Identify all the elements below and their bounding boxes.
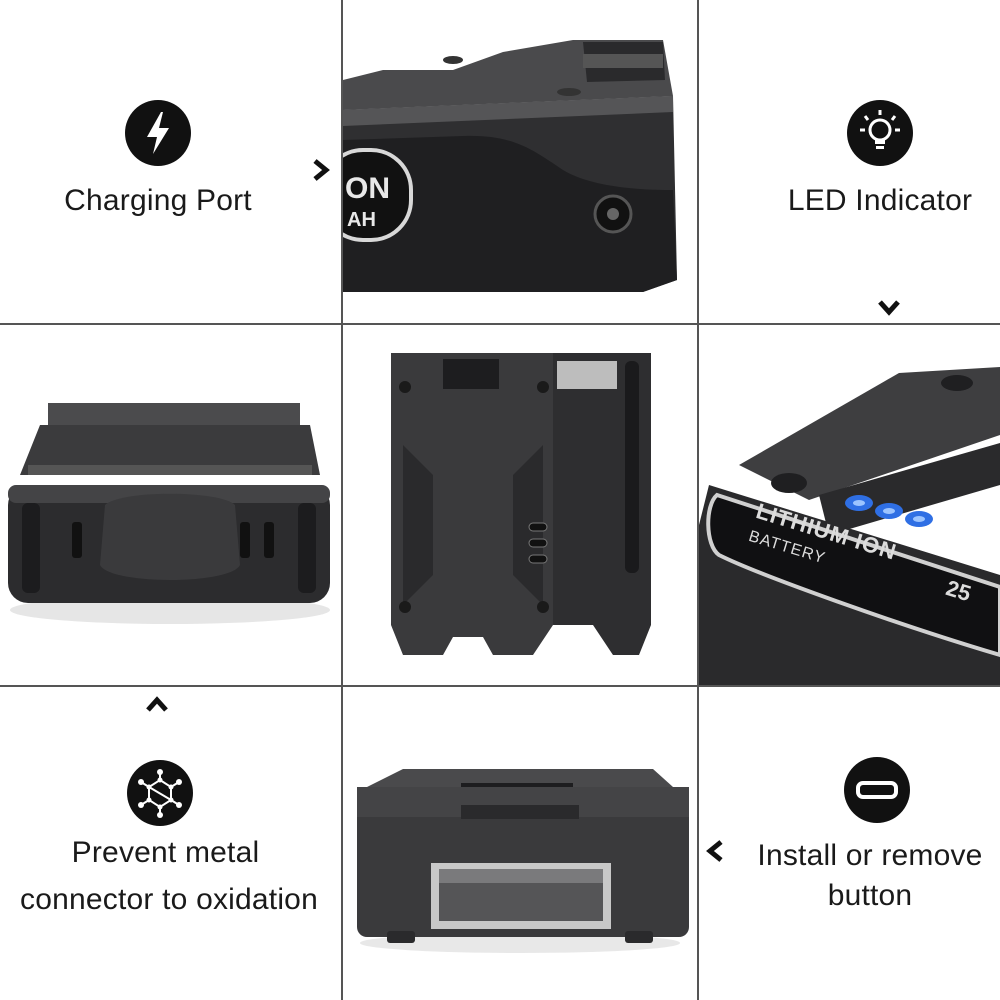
oxidation-label-line1: Prevent metal — [71, 836, 260, 869]
charging-port-photo: ON AH — [343, 0, 697, 323]
chevron-down-icon — [876, 294, 902, 320]
chevron-up-icon — [144, 692, 170, 718]
connector-end-photo — [0, 325, 341, 685]
install-button-label-line2: button — [827, 879, 913, 912]
release-button-photo — [343, 687, 697, 1000]
bottom-contacts-photo — [343, 325, 697, 685]
lightning-bolt-icon — [125, 100, 191, 166]
led-indicator-photo: LITHIUM ION BATTERY 25 — [699, 325, 1000, 685]
grid-divider-vertical-1 — [341, 0, 343, 1000]
light-bulb-icon — [847, 100, 913, 166]
grid-divider-horizontal-2 — [0, 685, 1000, 687]
install-button-label-line1: Install or remove — [757, 839, 983, 872]
badge-text-bottom: AH — [347, 209, 376, 231]
oxidation-label-line2: connector to oxidation — [20, 883, 318, 916]
chevron-left-icon — [702, 838, 728, 864]
chevron-right-icon — [308, 157, 334, 183]
grid-divider-vertical-2 — [697, 0, 699, 1000]
grid-divider-horizontal-1 — [0, 323, 1000, 325]
badge-text-top: ON — [345, 172, 390, 205]
minus-button-icon — [844, 757, 910, 823]
charging-port-label: Charging Port — [64, 184, 252, 217]
led-indicator-label: LED Indicator — [787, 184, 973, 217]
molecule-icon — [127, 760, 193, 826]
